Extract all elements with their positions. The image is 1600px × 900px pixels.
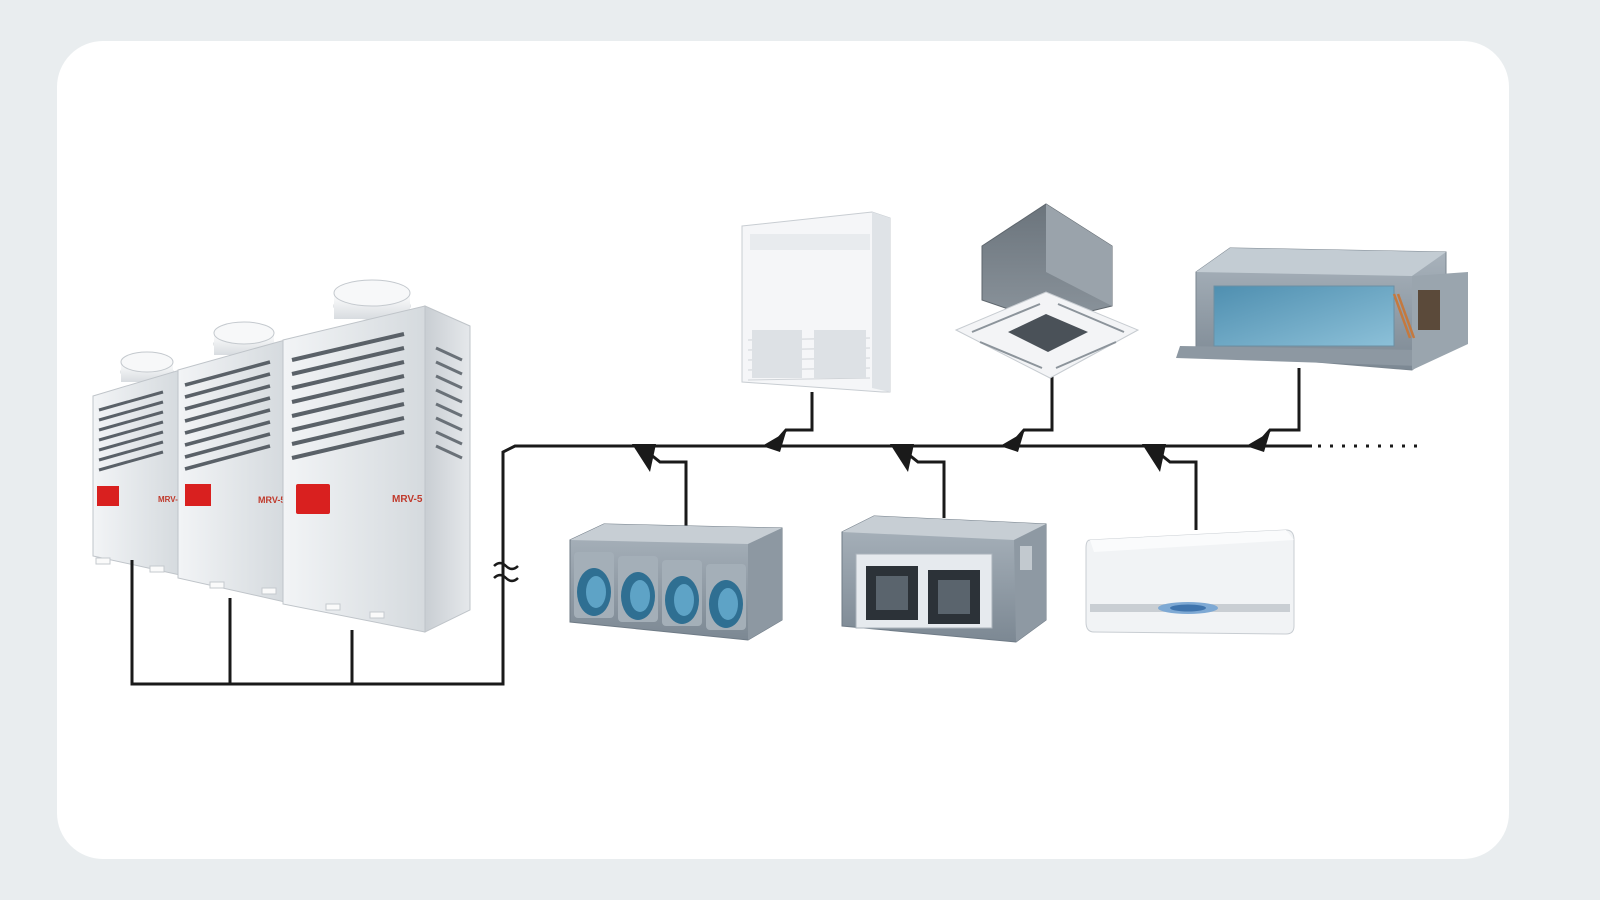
outdoor-module-2: MRV-5 [177,339,286,603]
wall-mounted-unit [1085,529,1295,635]
brand-badge [296,484,330,514]
model-label: MRV-5 [392,494,423,505]
branch-joint-arrow [1000,432,1024,452]
medium-static-duct-unit [841,515,1047,643]
brand-badge [97,486,119,506]
branch-joint-arrow [1246,432,1270,452]
branch-joint-arrow [632,444,656,472]
model-label: MRV-5 [258,495,285,505]
brand-badge [185,484,211,506]
ceiling-concealed-duct-unit [1176,247,1468,371]
outdoor-module-1: MRV-5 [92,369,183,576]
branch-joints [632,432,1270,472]
pipe-break-symbol [493,561,519,583]
branch-joint-arrow [890,444,914,472]
outdoor-unit: MRV-5 MRV-5 [92,279,471,633]
branch-joint-arrow [762,432,786,452]
four-way-cassette-unit [954,203,1140,379]
branch-joint-arrow [1142,444,1166,472]
floor-ceiling-unit [741,211,891,393]
high-static-duct-unit [569,523,783,641]
model-label: MRV-5 [158,495,183,504]
outdoor-module-3: MRV-5 [95,305,471,633]
